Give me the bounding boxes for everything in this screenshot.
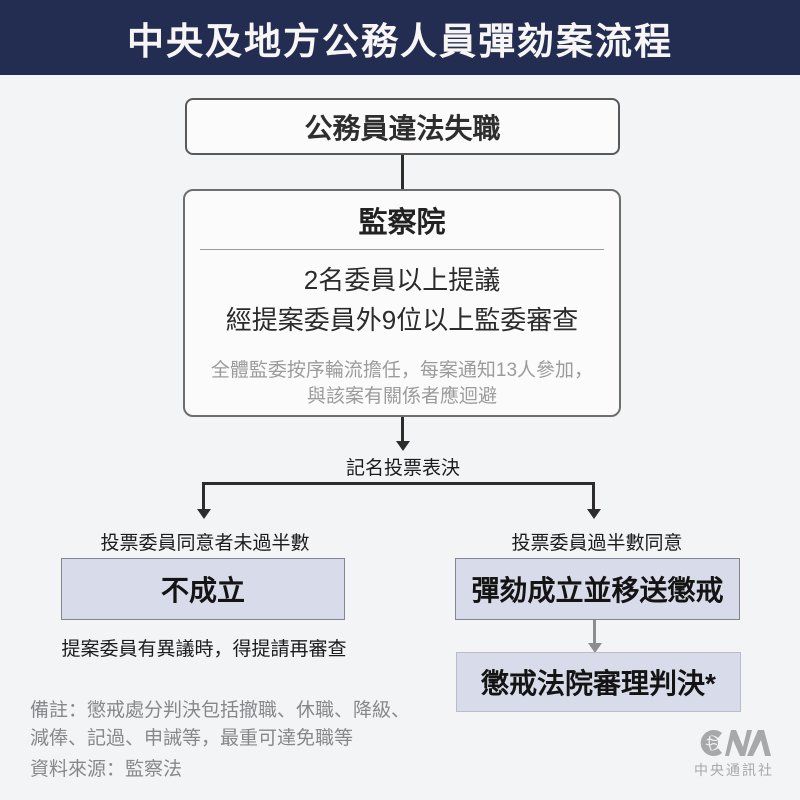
node-court-ruling-label: 懲戒法院審理判決* [481, 668, 716, 699]
arrow-to-court-line [593, 620, 596, 644]
page-title: 中央及地方公務人員彈劾案流程 [127, 20, 673, 62]
node-not-established: 不成立 [61, 558, 345, 620]
vote-label: 記名投票表決 [345, 458, 461, 479]
node-start: 公務員違法失職 [185, 98, 620, 155]
node-not-established-label: 不成立 [160, 575, 245, 606]
title-banner: 中央及地方公務人員彈劾案流程 [0, 0, 800, 75]
org-line-2: 經提案委員外9位以上監委審查 [225, 305, 579, 335]
cna-logo: 中央通訊社 [694, 727, 774, 780]
cna-logo-caption: 中央通訊社 [694, 762, 774, 778]
org-title: 監察院 [358, 207, 446, 239]
branch-right-arrowhead [587, 509, 601, 519]
connector-start-to-org [401, 155, 404, 189]
org-line-1: 2名委員以上提議 [303, 265, 501, 295]
left-branch-condition: 投票委員同意者未過半數 [100, 533, 310, 554]
node-impeachment-established: 彈劾成立並移送懲戒 [455, 558, 740, 620]
remark-line-1: 備註：懲戒處分判決包括撤職、休職、降級、 [30, 700, 411, 721]
remark-note: 備註：懲戒處分判決包括撤職、休職、降級、 減俸、記過、申誡等，最重可達免職等 [30, 697, 410, 753]
arrow-org-to-vote-line [401, 417, 404, 442]
branch-right-line [592, 482, 595, 510]
node-start-label: 公務員違法失職 [304, 112, 501, 144]
node-court-ruling: 懲戒法院審理判決* [456, 652, 741, 712]
branch-horizontal-line [202, 482, 595, 485]
node-org: 監察院 2名委員以上提議 經提案委員外9位以上監委審查 全體監委按序輪流擔任，每… [183, 189, 621, 417]
org-note-line-2: 與該案有關係者應迴避 [306, 386, 497, 407]
node-impeachment-established-label: 彈劾成立並移送懲戒 [471, 575, 724, 606]
source-note: 資料來源：監察法 [30, 759, 183, 780]
branch-left-arrowhead [197, 509, 211, 519]
org-note: 全體監委按序輪流擔任，每案通知13人參加， 與該案有關係者應迴避 [211, 358, 593, 410]
remark-line-2: 減俸、記過、申誡等，最重可達免職等 [30, 728, 354, 749]
org-divider [200, 249, 604, 250]
branch-left-line [202, 482, 205, 510]
arrow-org-to-vote-head [396, 441, 410, 451]
cna-logo-icon [700, 730, 771, 756]
org-note-line-1: 全體監委按序輪流擔任，每案通知13人參加， [210, 360, 594, 381]
left-branch-note: 提案委員有異議時，得提請再審查 [61, 639, 347, 660]
arrow-to-court-head [588, 643, 602, 653]
right-branch-condition: 投票委員過半數同意 [511, 533, 683, 554]
